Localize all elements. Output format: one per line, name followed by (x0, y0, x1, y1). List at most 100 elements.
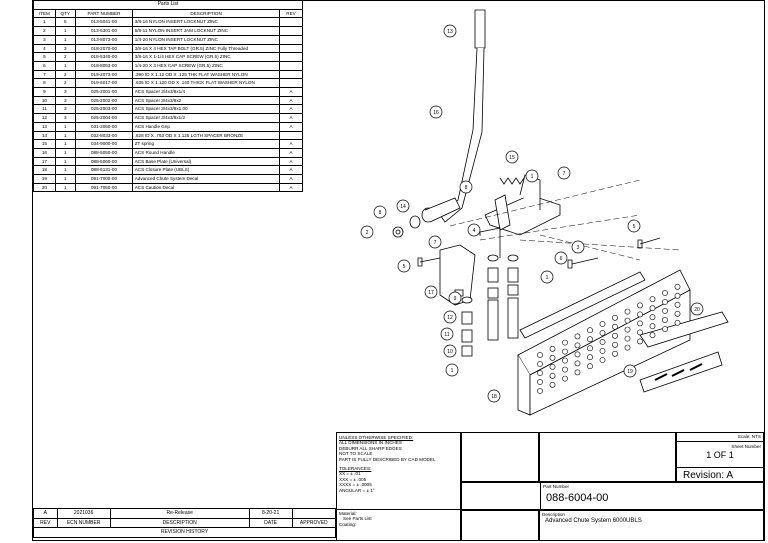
parts-list-cell: A (279, 95, 303, 106)
parts-list-cell: 6 (33, 60, 56, 71)
plate-hole (637, 311, 643, 318)
rev-cell: A (33, 508, 58, 519)
material-value: See Parts List (343, 516, 372, 522)
plate-hole (649, 332, 656, 339)
sheet-number-label: Sheet Number (731, 444, 761, 449)
parts-list-cell: 013-5301-00 (74, 26, 134, 36)
caution-decal-shape (639, 311, 729, 348)
balloon-label: 7 (434, 240, 437, 246)
parts-list-cell: 1 (54, 139, 76, 149)
parts-list-cell (279, 60, 303, 71)
plate-hole (624, 344, 631, 351)
balloon-circle (557, 166, 571, 180)
balloon-label: 19 (627, 369, 633, 375)
balloon-11: 11 (440, 327, 454, 341)
balloon-label: 1 (451, 368, 454, 374)
plate-hole (637, 320, 643, 327)
parts-list-cell: 088-5060-00 (74, 156, 134, 167)
parts-list-header: ITEM (33, 8, 56, 19)
parts-list-cell: 19 (33, 174, 56, 184)
plate-hole (649, 323, 656, 330)
plate-hole (562, 348, 568, 355)
sheet-info-box: Scale: NTS Sheet Number 1 OF 1 Revision:… (676, 432, 764, 482)
balloon-circle (396, 199, 410, 213)
plate-hole (599, 348, 606, 354)
balloon-label: 11 (444, 332, 449, 338)
balloon-circle (459, 180, 473, 194)
balloon-16: 16 (429, 105, 443, 119)
plate-hole (549, 372, 556, 379)
parts-list-cell: 9 (33, 87, 56, 97)
revision-history-title: REVISION HISTORY (33, 527, 336, 538)
plate-hole (599, 321, 606, 327)
balloon-label: 3 (577, 245, 580, 251)
plate-hole (599, 330, 606, 336)
parts-list-cell: 17 (33, 156, 56, 167)
balloon-circle (623, 364, 637, 378)
parts-list-cell (279, 26, 303, 36)
plate-hole (649, 314, 656, 321)
parts-list-cell: 2 (33, 26, 56, 36)
balloon-label: 18 (491, 394, 497, 400)
parts-list-cell: Advanced Chute System Decal (132, 174, 280, 184)
balloon-1: 1 (445, 363, 459, 377)
balloon-circle (373, 205, 387, 219)
plate-hole (537, 352, 543, 358)
part-number-cell: Part Number 088-6004-00 (540, 483, 766, 511)
balloon-1: 1 (540, 270, 554, 284)
parts-list-cell: A (279, 113, 303, 123)
parts-list-cell: A (279, 156, 303, 167)
parts-list-cell: ACS Spacer 3/4x3/8x1/4 (132, 87, 280, 97)
parts-list-cell: 5 (33, 52, 56, 62)
balloon-circle (554, 251, 568, 265)
balloon-4: 4 (467, 223, 481, 237)
plate-hole (587, 363, 593, 370)
parts-list-cell: ACS Spacer 3/4x3/8x1/2 (132, 113, 280, 123)
parts-list-cell: 013-5041-00 (74, 17, 134, 28)
balloon-label: 20 (694, 307, 700, 313)
parts-list-cell: 3 (54, 87, 76, 97)
note-line: DEBURR ALL SHARP EDGES (339, 445, 402, 451)
blank-box-1 (461, 432, 539, 482)
part-number-label: Part Number (543, 484, 570, 489)
plate-hole (662, 299, 668, 305)
parts-list-cell: A (279, 139, 303, 149)
parts-list-cell: 15 (33, 139, 56, 149)
parts-list-cell: 2 (54, 52, 76, 62)
plate-hole (612, 314, 618, 321)
parts-list-cell: 088-5050-00 (74, 147, 134, 158)
balloon-label: 2 (366, 230, 369, 236)
parts-list-cell: 1 (54, 182, 76, 193)
parts-list-cell: 013-8073-00 (74, 34, 134, 45)
plate-hole (574, 333, 581, 340)
parts-list-cell: ACS Round Handle (132, 147, 280, 158)
note-line: ALL DIMENSIONS IN INCHES (339, 440, 402, 446)
balloon-7: 7 (557, 166, 571, 180)
part-number-value: 088-6004-00 (546, 492, 609, 504)
balloon-8: 8 (373, 205, 387, 219)
parts-list-cell (279, 43, 303, 54)
parts-list-cell: A (279, 104, 303, 115)
balloon-circle (443, 310, 457, 324)
parts-list-cell: A (279, 182, 303, 193)
parts-list-cell: 5/8-11 NYLON INSERT JAM LOCKNUT ZINC (132, 26, 280, 36)
parts-list-cell: 2 (54, 78, 76, 89)
parts-list-cell: 3 (33, 34, 56, 45)
parts-list-cell: 3 (54, 95, 76, 106)
parts-list-cell: .628 ID X .753 OD X 1.125 LGTH SPACER BR… (132, 130, 280, 141)
balloon-label: 16 (433, 110, 439, 116)
parts-list-cell: 3 (54, 104, 76, 115)
parts-list-cell (279, 130, 303, 141)
parts-list-cell: 3/8-16 X 4 HEX TAP BOLT (GR.5) ZINC Full… (132, 43, 280, 54)
plate-hole (562, 339, 568, 346)
balloon-label: 9 (454, 296, 457, 302)
